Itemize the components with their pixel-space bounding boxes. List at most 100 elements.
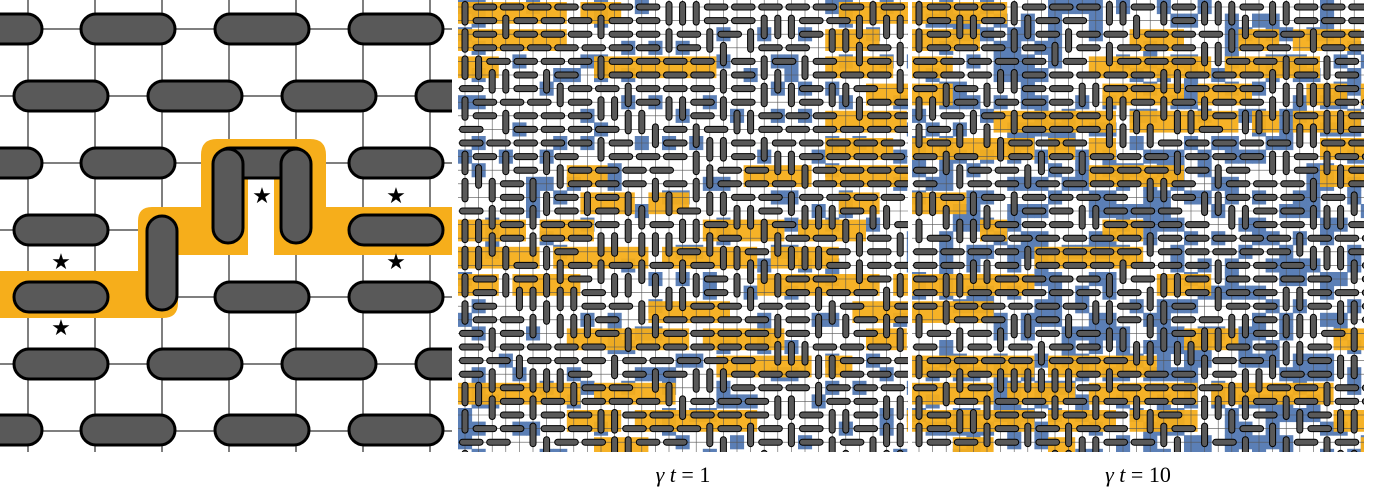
- dimer-horizontal: [731, 85, 756, 93]
- dimer-horizontal: [839, 180, 865, 188]
- dimer-vertical: [1119, 123, 1127, 149]
- dimer-horizontal: [1089, 153, 1115, 161]
- dimer-horizontal: [953, 302, 979, 310]
- dimer-vertical: [515, 354, 523, 380]
- dimer-horizontal: [839, 370, 865, 378]
- dimer-vertical: [801, 55, 809, 81]
- dimer-vertical: [1350, 191, 1358, 216]
- dimer-vertical: [1201, 395, 1209, 420]
- caption-value: 1: [699, 462, 711, 487]
- dimer-horizontal: [1171, 30, 1196, 38]
- dimer-vertical: [774, 341, 782, 366]
- dimer-horizontal: [1062, 57, 1088, 65]
- dimer-horizontal: [12, 280, 110, 314]
- dimer-horizontal: [1021, 71, 1047, 79]
- dimer-horizontal: [649, 425, 674, 433]
- dimer-horizontal: [527, 3, 552, 11]
- dimer-vertical: [1241, 436, 1249, 452]
- dimer-vertical: [665, 191, 673, 216]
- dimer-horizontal: [717, 234, 742, 242]
- dimer-horizontal: [472, 30, 498, 38]
- dimer-horizontal: [1348, 3, 1364, 11]
- dimer-vertical: [529, 422, 537, 448]
- dimers: [459, 1, 908, 452]
- dimer-horizontal: [799, 438, 824, 446]
- dimer-vertical: [956, 123, 964, 149]
- dimer-vertical: [638, 232, 646, 257]
- dimer-vertical: [1201, 96, 1209, 121]
- dimer-horizontal: [717, 329, 742, 337]
- dimer-horizontal: [1253, 193, 1278, 201]
- dimer-horizontal: [1049, 275, 1074, 283]
- dimer-vertical: [733, 109, 741, 135]
- dimer-vertical: [624, 218, 632, 244]
- dimer-horizontal: [213, 413, 311, 447]
- path-band: [825, 29, 880, 51]
- dimer-horizontal: [1049, 193, 1074, 201]
- dimer-vertical: [787, 422, 795, 448]
- dimer-horizontal: [690, 329, 715, 337]
- dimer-vertical: [1337, 164, 1345, 189]
- dimer-horizontal: [472, 153, 498, 161]
- dimer-horizontal: [1089, 180, 1115, 188]
- dimer-horizontal: [1035, 261, 1061, 269]
- dimer-vertical: [1296, 409, 1304, 434]
- dimer-horizontal: [1212, 370, 1237, 378]
- dimer-horizontal: [981, 193, 1006, 201]
- dimer-horizontal: [676, 207, 702, 215]
- dimer-vertical: [665, 28, 673, 53]
- dimer-horizontal: [79, 12, 177, 46]
- dimer-vertical: [983, 205, 991, 230]
- dimer-vertical: [828, 300, 836, 325]
- dimer-horizontal: [826, 193, 851, 201]
- dimer-vertical: [529, 232, 537, 257]
- dimer-horizontal: [812, 112, 838, 120]
- dimer-horizontal: [940, 71, 965, 79]
- dimer-vertical: [665, 232, 673, 257]
- dimer-horizontal: [785, 3, 810, 11]
- dimer-horizontal: [839, 438, 865, 446]
- dimer-vertical: [1105, 1, 1113, 26]
- dimer-horizontal: [1239, 44, 1264, 52]
- dimer-horizontal: [1144, 30, 1169, 38]
- dimer-horizontal: [499, 193, 525, 201]
- dimer-horizontal: [499, 44, 525, 52]
- dimer-vertical: [1228, 381, 1236, 407]
- dimer-horizontal: [1062, 248, 1088, 256]
- dimer-horizontal: [853, 397, 878, 405]
- dimer-horizontal: [913, 153, 938, 161]
- dimer-vertical: [1037, 150, 1045, 176]
- dimer-horizontal: [1239, 3, 1264, 11]
- dimer-horizontal: [595, 180, 620, 188]
- dimer-vertical: [1201, 327, 1209, 352]
- dimer-vertical: [1323, 82, 1331, 108]
- dimer-horizontal: [1171, 370, 1196, 378]
- dimer-horizontal: [690, 302, 715, 310]
- dimer-vertical: [747, 205, 755, 230]
- dimer-vertical: [1065, 28, 1073, 53]
- path-gap: [248, 178, 274, 258]
- dimer-vertical: [651, 368, 659, 393]
- dimer-horizontal: [1307, 289, 1332, 297]
- dimer-horizontal: [894, 302, 908, 310]
- dimer-horizontal: [1334, 153, 1360, 161]
- dimer-horizontal: [1293, 17, 1319, 25]
- caption-equals: =: [675, 462, 700, 487]
- dimer-vertical: [502, 69, 510, 94]
- dimer-horizontal: [1293, 3, 1319, 11]
- dimer-vertical: [855, 14, 863, 40]
- path-band: [1360, 437, 1364, 452]
- dimer-vertical: [1228, 409, 1236, 434]
- dimer-horizontal: [554, 193, 579, 201]
- dimer-horizontal: [1130, 3, 1156, 11]
- dimer-horizontal: [513, 261, 539, 269]
- path-band: [1034, 246, 1144, 269]
- dimer-horizontal: [1293, 57, 1319, 65]
- dimer-horizontal: [867, 275, 892, 283]
- dimer-horizontal: [1103, 397, 1128, 405]
- dimer-horizontal: [499, 316, 525, 324]
- dimer-horizontal: [554, 438, 579, 446]
- dimer-horizontal: [894, 125, 908, 133]
- dimer-horizontal: [499, 3, 525, 11]
- dimer-vertical: [774, 273, 782, 298]
